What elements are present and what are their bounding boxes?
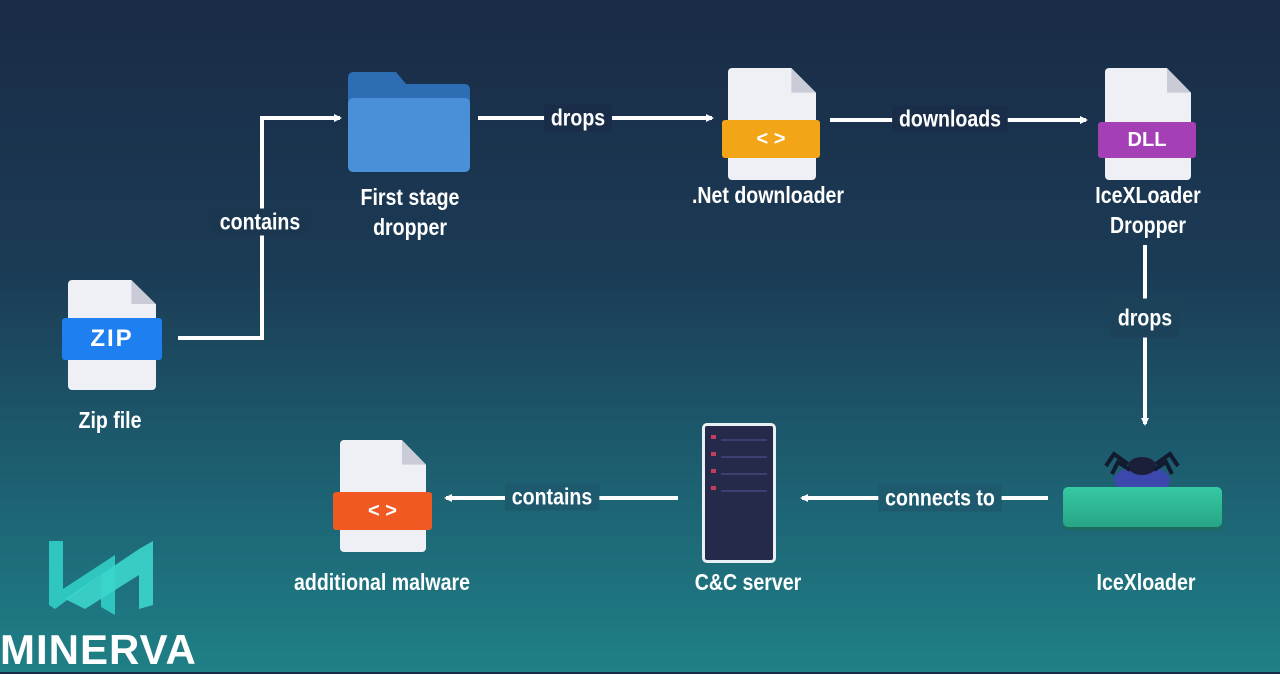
net-downloader-label: .Net downloader — [691, 182, 845, 208]
minerva-logo-icon — [45, 535, 157, 615]
minerva-brand-text: MINERVA — [0, 626, 197, 673]
code-badge: < > — [722, 120, 820, 158]
edge-label-connects-to: connects to — [878, 484, 1002, 512]
cnc-server-label: C&C server — [694, 569, 802, 595]
icexloader-platform-icon — [1063, 487, 1222, 527]
folder-icon — [348, 68, 470, 172]
server-icon — [702, 423, 776, 563]
dll-badge: DLL — [1098, 122, 1196, 158]
malware-code-badge: < > — [333, 492, 432, 530]
zip-file-label: Zip file — [78, 407, 142, 433]
additional-malware-label: additional malware — [293, 569, 471, 595]
spider-icon — [1100, 440, 1184, 494]
icexloader-label: IceXloader — [1096, 569, 1196, 595]
edge-label-drops: drops — [544, 104, 612, 132]
edge-label-drops-2: drops — [1111, 298, 1179, 338]
edge-label-contains: contains — [213, 208, 307, 236]
zip-badge: ZIP — [62, 318, 162, 360]
edge-label-downloads: downloads — [892, 105, 1008, 133]
edge-label-contains-2: contains — [505, 483, 599, 511]
